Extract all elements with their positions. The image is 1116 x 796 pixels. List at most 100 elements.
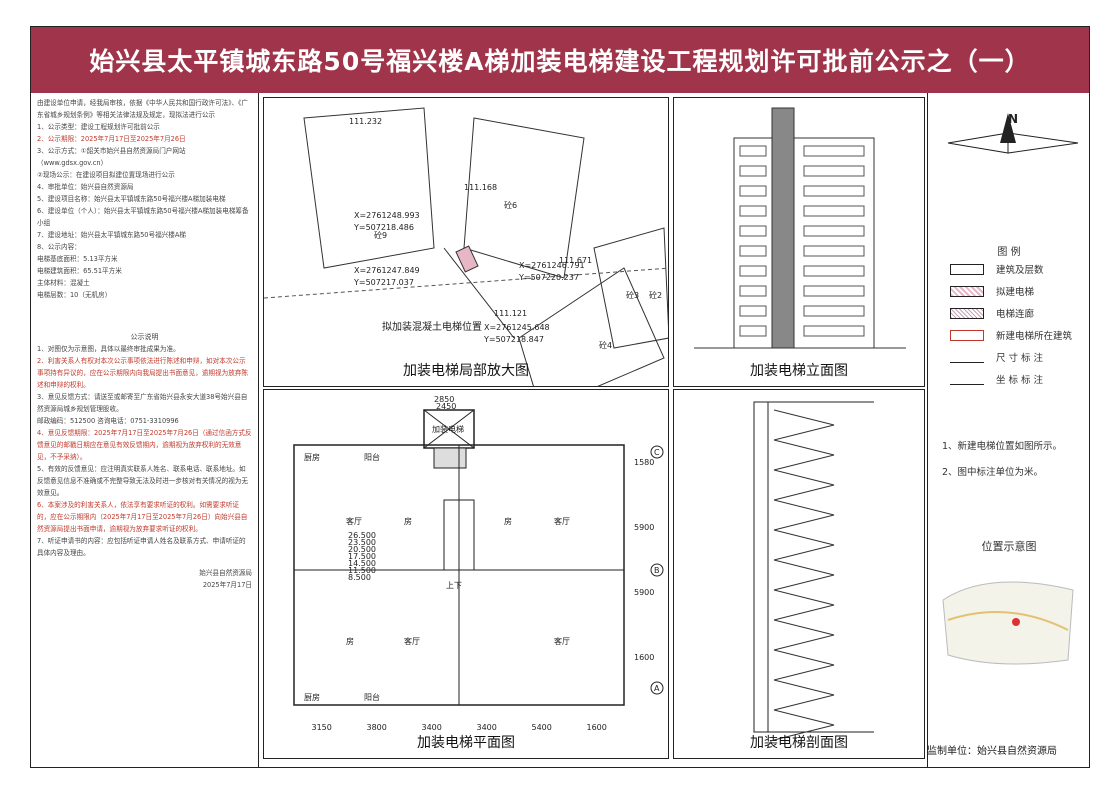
dim-bottom: 3400 xyxy=(477,723,497,732)
legend-item: 新建电梯所在建筑 xyxy=(928,324,1090,346)
intro-line: 电梯层数：10（无机房） xyxy=(37,291,112,299)
intro-line: 6、建设单位（个人）：始兴县太平镇城东路50号福兴楼A梯加装电梯筹备小组 xyxy=(37,207,249,227)
coord-label-4: X=2761245.648 xyxy=(484,323,550,332)
spot-height-1: 111.232 xyxy=(349,117,382,126)
left-text-column: 由建设单位申请，经我局审核，依据《中华人民共和国行政许可法》、《广东省城乡规划条… xyxy=(31,93,259,767)
room-kitchen-sw: 厨房 xyxy=(304,692,320,702)
floor-plan-drawing: 上下 加装电梯 2850 2450 厨房 阳台 客厅 房 客厅 房 房 客厅 客… xyxy=(293,395,664,732)
elevation-window xyxy=(739,325,767,337)
location-map xyxy=(942,581,1074,665)
spot-height-2: 111.168 xyxy=(464,183,497,192)
level-value: 20.500 xyxy=(348,545,376,554)
coord-label-3: X=2761246.791 xyxy=(519,261,585,270)
coord-label-1y: Y=507218.486 xyxy=(353,223,414,232)
location-title: 位置示意图 xyxy=(981,540,1037,553)
elevation-window xyxy=(739,225,767,237)
axis-bubble xyxy=(650,445,664,459)
intro-line: 主体材料：混凝土 xyxy=(37,279,90,287)
building-label-4: 砼2 xyxy=(649,290,662,300)
section-stair-flight xyxy=(773,679,835,711)
coord-label-2: X=2761247.849 xyxy=(354,266,420,275)
elevation-window xyxy=(739,145,767,157)
site-note: 拟加装混凝土电梯位置 xyxy=(382,320,482,333)
coord-label-1: X=2761248.993 xyxy=(354,211,420,220)
legend-swatch xyxy=(950,285,984,297)
intro-line: 3、公示方式：①韶关市始兴县自然资源局门户网站 xyxy=(37,147,186,155)
dim-side: 5900 xyxy=(634,588,654,597)
dim-side: 1580 xyxy=(634,458,654,467)
elevation-window xyxy=(739,185,767,197)
elevation-drawing xyxy=(694,107,906,349)
notice-line: 7、听证申请书的内容：应包括听证申请人姓名及联系方式、申请听证的具体内容及理由。 xyxy=(37,537,246,557)
section-stair-flight xyxy=(773,559,835,591)
dim-bottom: 3150 xyxy=(312,723,332,732)
intro-block: 由建设单位申请，经我局审核，依据《中华人民共和国行政许可法》、《广东省城乡规划条… xyxy=(37,97,252,301)
dim-bottom: 3800 xyxy=(367,723,387,732)
poster-sheet: 始兴县太平镇城东路50号福兴楼A梯加装电梯建设工程规划许可批前公示之（一） 由建… xyxy=(30,26,1090,768)
elevator-label: 加装电梯 xyxy=(432,424,464,434)
notice-line: 3、意见反馈方式：请送至或邮寄至广东省始兴县永安大道38号始兴县自然资源局城乡规… xyxy=(37,393,248,413)
level-value: 11.500 xyxy=(348,566,376,575)
legend-swatch xyxy=(950,374,984,385)
legend-item: 电梯连廊 xyxy=(928,302,1090,324)
section-stair-flight xyxy=(773,499,835,531)
elevation-window xyxy=(803,325,865,337)
dim-top-1: 2850 xyxy=(434,395,454,404)
room-balcony-n: 阳台 xyxy=(364,452,380,462)
elevation-window xyxy=(739,165,767,177)
legend-item: 尺 寸 标 注 xyxy=(928,346,1090,368)
signer: 始兴县自然资源局 xyxy=(199,569,252,577)
legend-swatch xyxy=(950,352,984,363)
title-banner: 始兴县太平镇城东路50号福兴楼A梯加装电梯建设工程规划许可批前公示之（一） xyxy=(31,27,1089,93)
room-living-ne: 客厅 xyxy=(554,516,570,526)
section-stair-flight xyxy=(773,619,835,651)
section-stair-flight xyxy=(773,529,835,561)
notice-line: 2、利害关系人有权对本次公示事项依法进行陈述和申辩，如对本次公示事项持有异议的，… xyxy=(37,357,248,389)
legend-swatch xyxy=(950,307,984,319)
stair-label: 上下 xyxy=(446,581,462,590)
legend-item: 拟建电梯 xyxy=(928,280,1090,302)
elevation-window xyxy=(739,245,767,257)
north-label: N xyxy=(1008,112,1018,126)
coord-label-4y: Y=507218.847 xyxy=(483,335,544,344)
intro-line: 8、公示内容： xyxy=(37,243,81,251)
notice-line: 1、对图仅为示意图，具体以最终审批成果为准。 xyxy=(37,345,180,353)
north-arrow: N xyxy=(947,112,1079,154)
notes-block: 1、对图仅为示意图，具体以最终审批成果为准。 2、利害关系人有权对本次公示事项依法… xyxy=(37,343,252,559)
elevation-window xyxy=(739,285,767,297)
level-list: 26.50023.50020.50017.50014.50011.5008.50… xyxy=(348,531,376,582)
axis-bubble xyxy=(650,563,664,577)
level-value: 8.500 xyxy=(348,573,371,582)
level-value: 26.500 xyxy=(348,531,376,540)
section-stair-flight xyxy=(773,469,835,501)
note-title: 公示说明 xyxy=(130,333,159,341)
level-value: 14.500 xyxy=(348,559,376,568)
notice-line: 邮政编码：512500 咨询电话：0751-3310996 xyxy=(37,417,179,425)
right-note-line: 1、新建电梯位置如图所示。 xyxy=(942,441,1063,452)
intro-line: 电梯建筑面积：65.51平方米 xyxy=(37,267,122,275)
elevator-position-marker xyxy=(455,245,479,273)
elevation-window xyxy=(739,265,767,277)
elevation-window xyxy=(803,305,865,317)
elevation-caption: 加装电梯立面图 xyxy=(750,363,848,379)
section-stair-flight xyxy=(773,589,835,621)
level-value: 17.500 xyxy=(348,552,376,561)
level-value: 23.500 xyxy=(348,538,376,547)
building-label-5: 砼3 xyxy=(626,290,639,300)
legend-item: 建筑及层数 xyxy=(928,258,1090,280)
section-caption: 加装电梯剖面图 xyxy=(750,735,848,751)
coord-label-3y: Y=507220.237 xyxy=(518,273,579,282)
coord-label-2y: Y=507217.037 xyxy=(353,278,414,287)
section-stair-flight xyxy=(773,709,835,741)
building-label-2: 砼9 xyxy=(374,230,387,240)
section-drawing xyxy=(753,401,874,741)
floor-plan-caption: 加装电梯平面图 xyxy=(417,735,515,751)
elevation-window xyxy=(803,265,865,277)
intro-line: （www.gdsx.gov.cn） xyxy=(37,159,108,167)
intro-line: 5、建设项目名称：始兴县太平镇城东路50号福兴楼A梯加装电梯 xyxy=(37,195,226,203)
spot-height-4: 111.121 xyxy=(494,309,527,318)
right-notes: 1、新建电梯位置如图所示。2、图中标注单位为米。 xyxy=(928,434,1090,486)
elevation-window xyxy=(739,205,767,217)
